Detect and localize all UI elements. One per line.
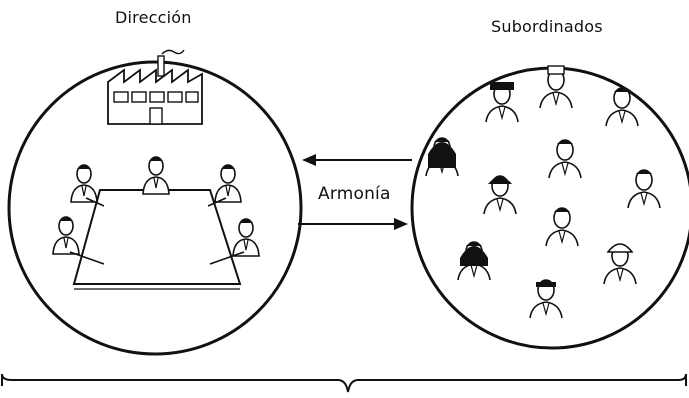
factory-icon: [107, 49, 203, 125]
armonia-label: Armonía: [318, 184, 391, 204]
brace-icon: [1, 373, 687, 393]
arrow-left-icon: [302, 154, 412, 166]
arrow-right-icon: [298, 218, 408, 230]
subordinados-label: Subordinados: [491, 17, 603, 36]
meeting-table-icon: [52, 156, 260, 290]
direccion-label: Dirección: [115, 8, 192, 27]
workers-group-icon: [425, 65, 661, 319]
